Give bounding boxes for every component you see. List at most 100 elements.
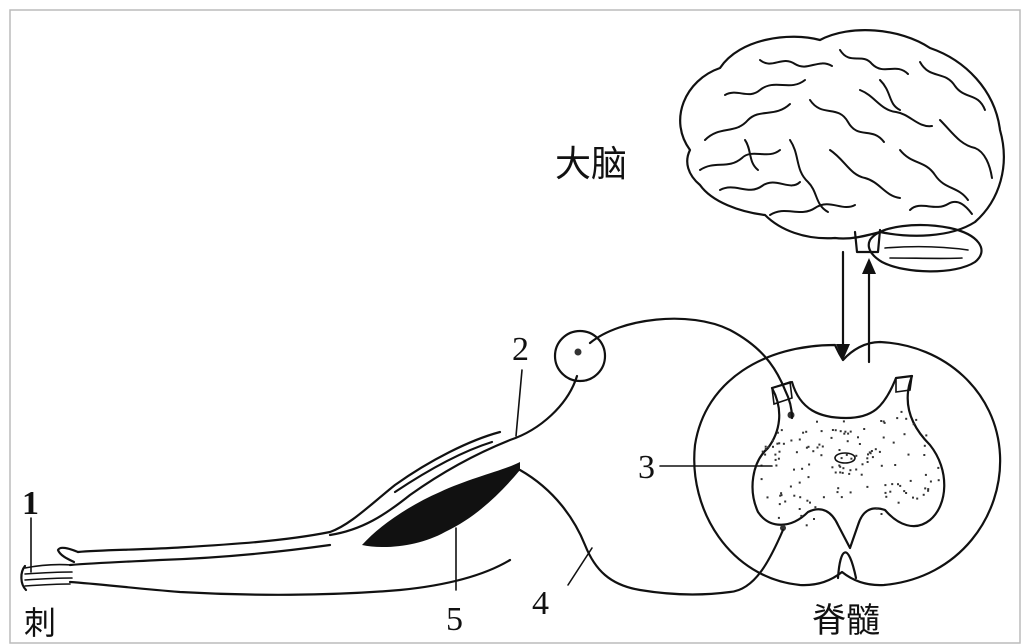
speckle xyxy=(866,486,868,488)
speckle xyxy=(767,446,769,448)
speckle xyxy=(842,472,844,474)
speckle xyxy=(884,484,886,486)
speckle xyxy=(848,473,850,475)
speckle xyxy=(927,490,929,492)
speckle xyxy=(847,440,849,442)
spinal-cord-label: 脊髓 xyxy=(812,601,880,641)
brain-spinal-pathway-arrows xyxy=(836,252,876,362)
speckle xyxy=(840,430,842,432)
speckle xyxy=(905,492,907,494)
speckle xyxy=(835,429,837,431)
speckle xyxy=(808,446,810,448)
speckle xyxy=(897,483,899,485)
speckle xyxy=(910,480,912,482)
speckle xyxy=(777,432,779,434)
speckle xyxy=(823,496,825,498)
speckle xyxy=(808,476,810,478)
speckle xyxy=(905,418,907,420)
up-arrowhead xyxy=(862,258,876,274)
speckle xyxy=(799,439,801,441)
speckle xyxy=(799,508,801,510)
speckle xyxy=(835,472,837,474)
speckle xyxy=(885,496,887,498)
speckle xyxy=(831,437,833,439)
speckle xyxy=(903,490,905,492)
speckle xyxy=(784,501,786,503)
speckle xyxy=(924,487,926,489)
speckle xyxy=(861,474,863,476)
speckle xyxy=(765,448,767,450)
speckle xyxy=(806,500,808,502)
speckle xyxy=(901,411,903,413)
speckle xyxy=(793,469,795,471)
speckle xyxy=(778,517,780,519)
speckle xyxy=(883,437,885,439)
speckle xyxy=(913,423,915,425)
speckle xyxy=(938,479,940,481)
speckle xyxy=(912,497,914,499)
label-2: 2 xyxy=(512,331,529,368)
speckle xyxy=(893,442,895,444)
speckle xyxy=(832,429,834,431)
gray-matter-speckles xyxy=(761,411,940,526)
speckle xyxy=(805,431,807,433)
speckle xyxy=(774,454,776,456)
speckle xyxy=(818,444,820,446)
speckle xyxy=(885,492,887,494)
speckle xyxy=(916,498,918,500)
speckle xyxy=(765,446,767,448)
stimulus-label: 刺 xyxy=(24,604,56,642)
speckle xyxy=(925,474,927,476)
label-1: 1 xyxy=(22,485,39,522)
speckle xyxy=(847,433,849,435)
speckle xyxy=(871,450,873,452)
speckle xyxy=(779,503,781,505)
speckle xyxy=(778,458,780,460)
speckle xyxy=(876,508,878,510)
speckle xyxy=(831,466,833,468)
label-4: 4 xyxy=(532,585,549,622)
speckle xyxy=(881,465,883,467)
speckle xyxy=(762,451,764,453)
speckle xyxy=(814,506,816,508)
speckle xyxy=(850,491,852,493)
speckle xyxy=(778,442,780,444)
speckle xyxy=(790,440,792,442)
speckle xyxy=(915,419,917,421)
speckle xyxy=(816,421,818,423)
speckle xyxy=(879,451,881,453)
speckle xyxy=(799,482,801,484)
speckle xyxy=(930,481,932,483)
speckle xyxy=(764,454,766,456)
speckle xyxy=(838,465,840,467)
speckle xyxy=(801,468,803,470)
speckle xyxy=(855,455,857,457)
motor-neuron xyxy=(520,470,783,594)
speckle xyxy=(923,454,925,456)
speckle xyxy=(925,434,927,436)
speckle xyxy=(779,451,781,453)
speckle xyxy=(898,502,900,504)
speckle xyxy=(809,502,811,504)
speckle xyxy=(863,428,865,430)
label-4-leader xyxy=(568,548,592,585)
speckle xyxy=(867,453,869,455)
speckle xyxy=(899,485,901,487)
speckle xyxy=(772,440,774,442)
speckle xyxy=(780,492,782,494)
speckle xyxy=(767,496,769,498)
brain xyxy=(680,30,1004,271)
speckle xyxy=(799,496,801,498)
speckle xyxy=(872,456,874,458)
speckle xyxy=(849,469,851,471)
speckle xyxy=(855,469,857,471)
speckle xyxy=(884,422,886,424)
speckle xyxy=(839,449,841,451)
speckle xyxy=(841,496,843,498)
speckle xyxy=(820,454,822,456)
speckle xyxy=(772,446,774,448)
speckle xyxy=(775,459,777,461)
speckle xyxy=(875,448,877,450)
speckle xyxy=(821,430,823,432)
